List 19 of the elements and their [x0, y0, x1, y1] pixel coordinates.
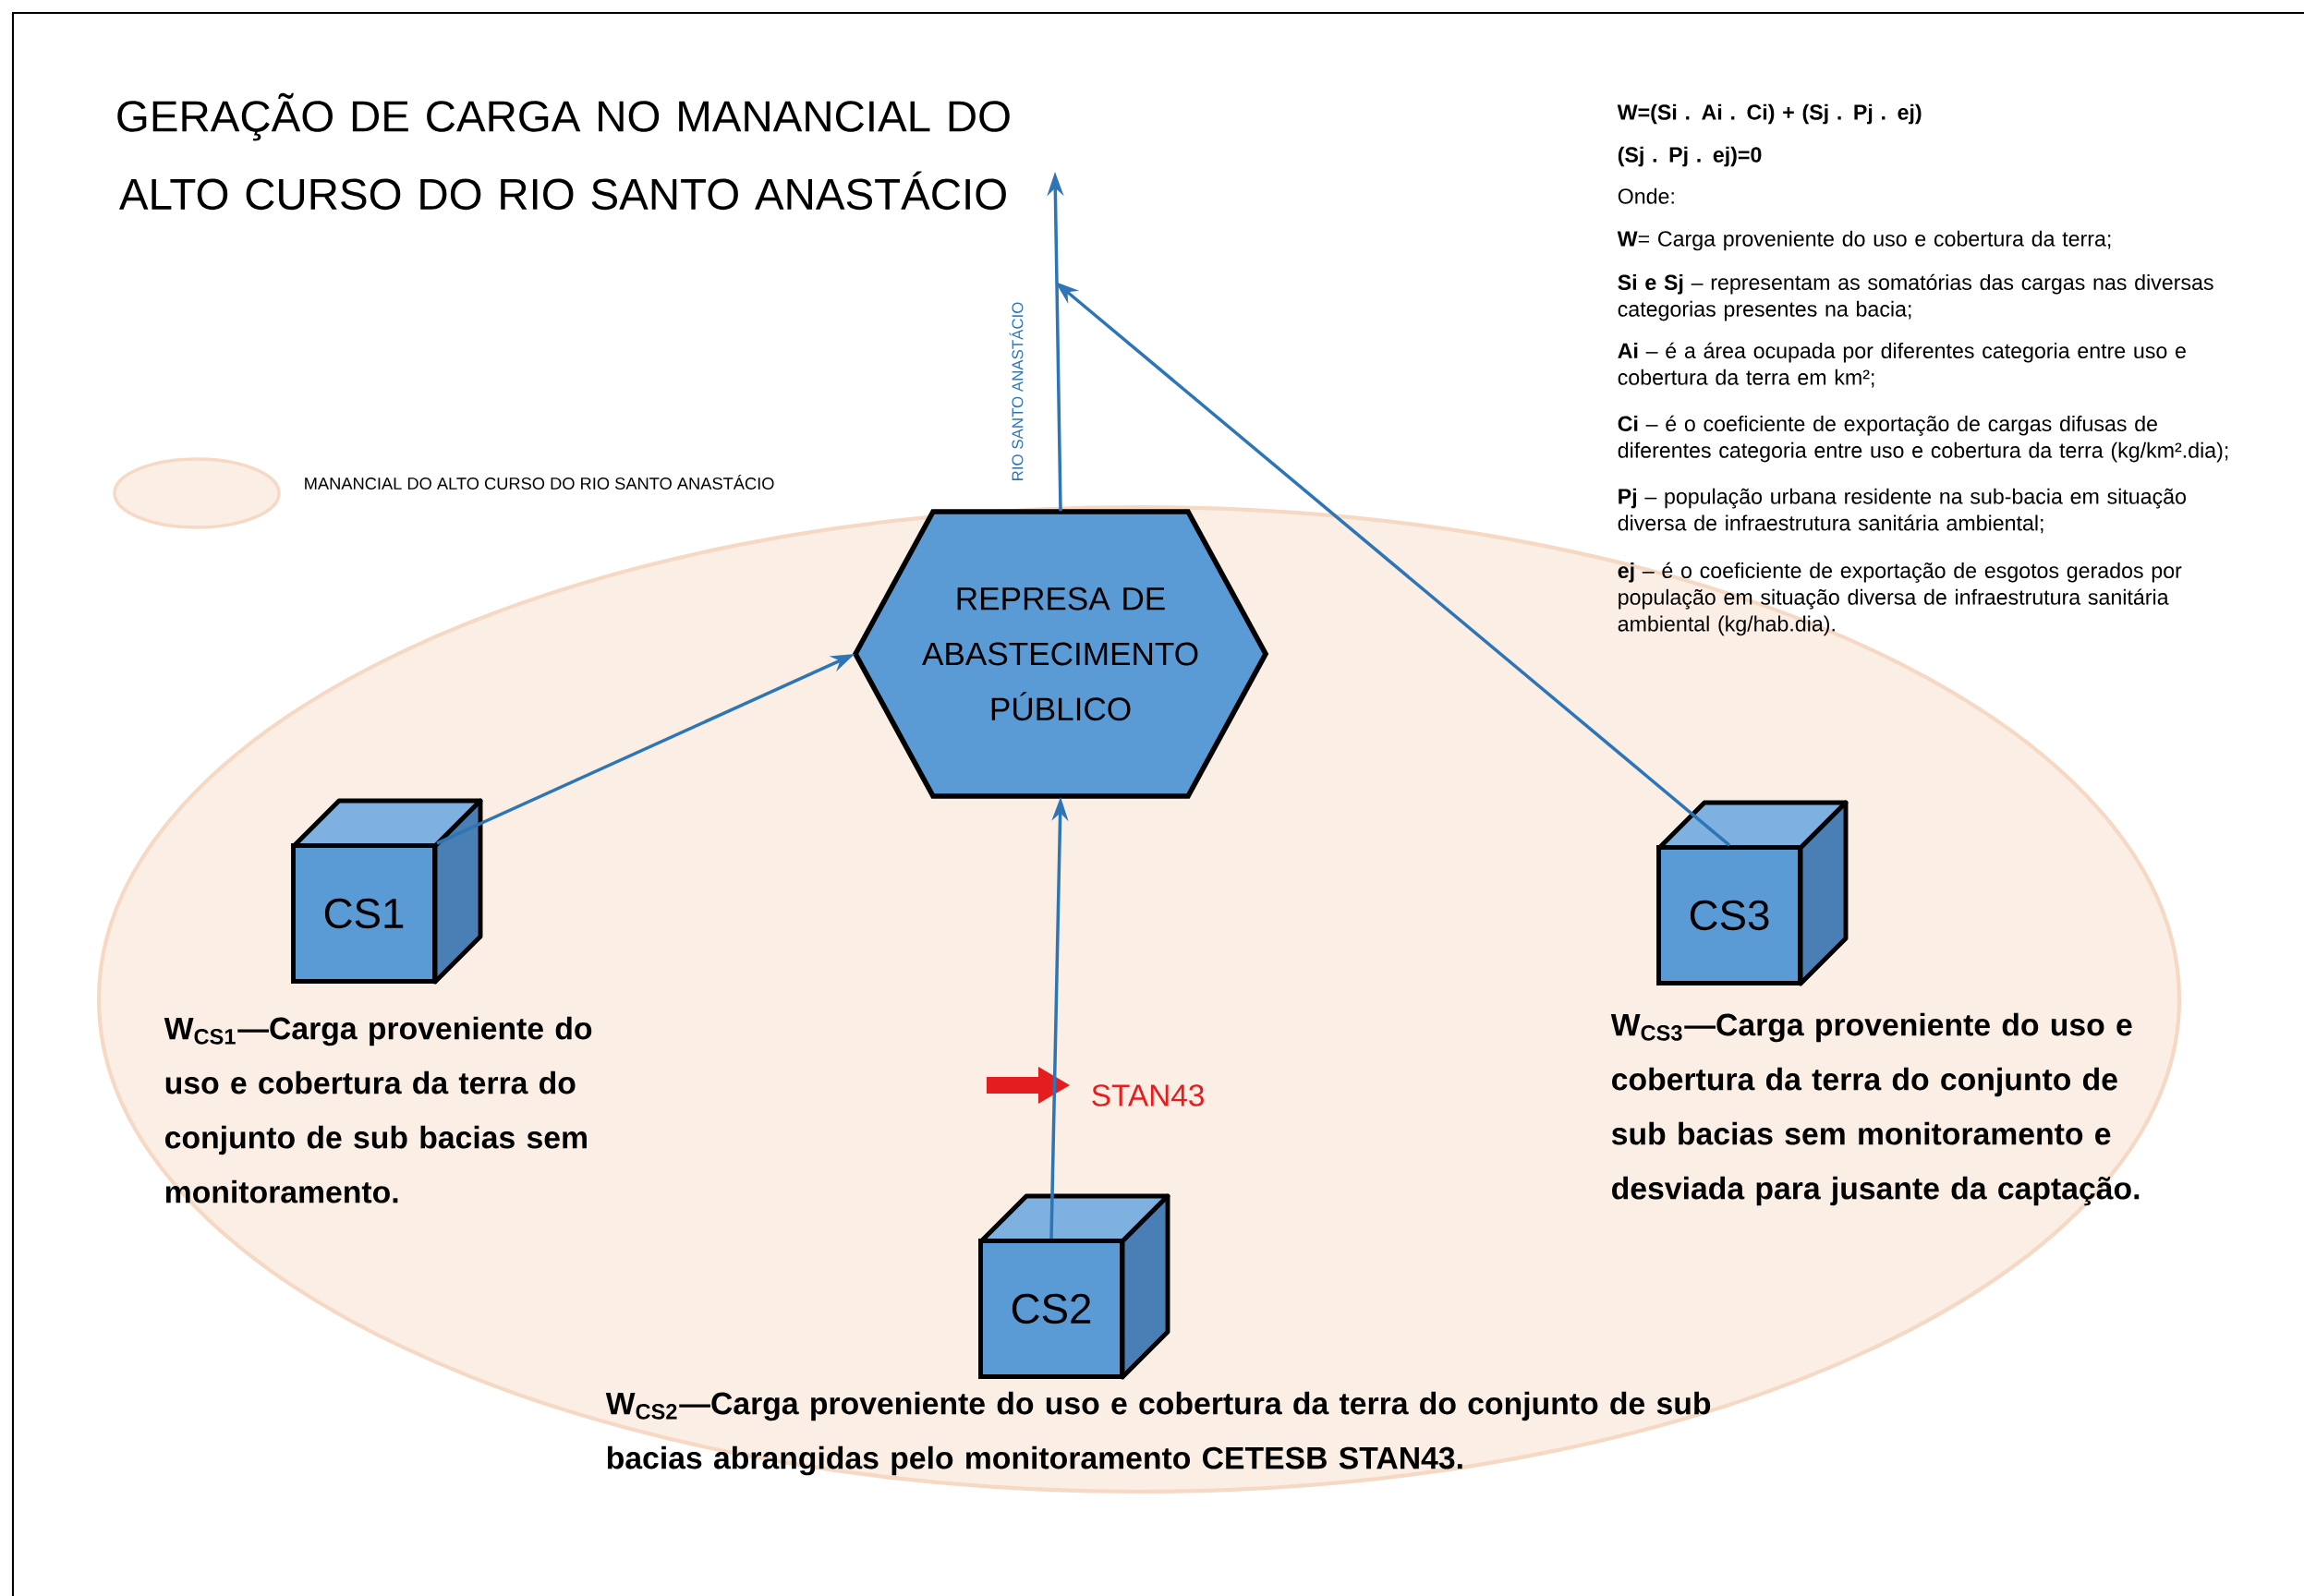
cube: CS3	[1656, 800, 1849, 986]
note-heading: Onde:	[1618, 187, 1674, 204]
definition-text: Si e Sj – representam as somatórias das cargas nas diversas categorias presentes na bacia;	[1618, 273, 2213, 321]
formula: W=(Si . Ai . Ci) + (Sj . Pj . ej)	[1617, 103, 1922, 125]
description-text: W$_{CS1}$—Carga proveniente do uso e cobertura da terra do conjunto de sub bacias sem monitoramento.	[164, 1016, 592, 1203]
station-label: STAN43	[1092, 1084, 1204, 1106]
legend-text: MANANCIAL DO ALTO CURSO DO RIO SANTO ANASTÁCIO	[305, 474, 774, 490]
title: GERAÇÃO DE CARGA NO MANANCIAL DO ALTO CURSO DO RIO SANTO ANASTÁCIO	[117, 92, 1010, 211]
definition-text: Ai – é a área ocupada por diferentes categoria entre uso e cobertura da terra em km²;	[1618, 342, 2186, 388]
cube: CS1	[291, 798, 483, 985]
definition-text: Ci – é o coeficiente de exportação de cargas difusas de diferentes categoria entre uso e cobertura da terra (kg/km².dia);	[1618, 415, 2228, 463]
definition-text: W= Carga proveniente do uso e cobertura da terra;	[1617, 230, 2111, 251]
edge-label: RIO SANTO ANASTÁCIO	[1009, 302, 1024, 480]
description-text: W$_{CS2}$—Carga proveniente do uso e cobertura da terra do conjunto de sub bacias abrangidas pelo monitoramento CETESB STAN43.	[605, 1391, 1711, 1476]
description-text: W$_{CS3}$—Carga proveniente do uso e cobertura da terra do conjunto de sub bacias sem monitoramento e desviada para jusante da captação.	[1610, 1012, 2140, 1206]
definition-text: ej – é o coeficiente de exportação de esgotos gerados por população em situação diversa de infraestrutura sanitária ambiental (kg/hab.dia).	[1618, 562, 2182, 636]
cube: CS2	[978, 1193, 1170, 1380]
definition-text: Pj – população urbana residente na sub-bacia em situação diversa de infraestrutura sanitária ambiental;	[1618, 488, 2186, 534]
formula: (Sj . Pj . ej)=0	[1618, 146, 1762, 167]
